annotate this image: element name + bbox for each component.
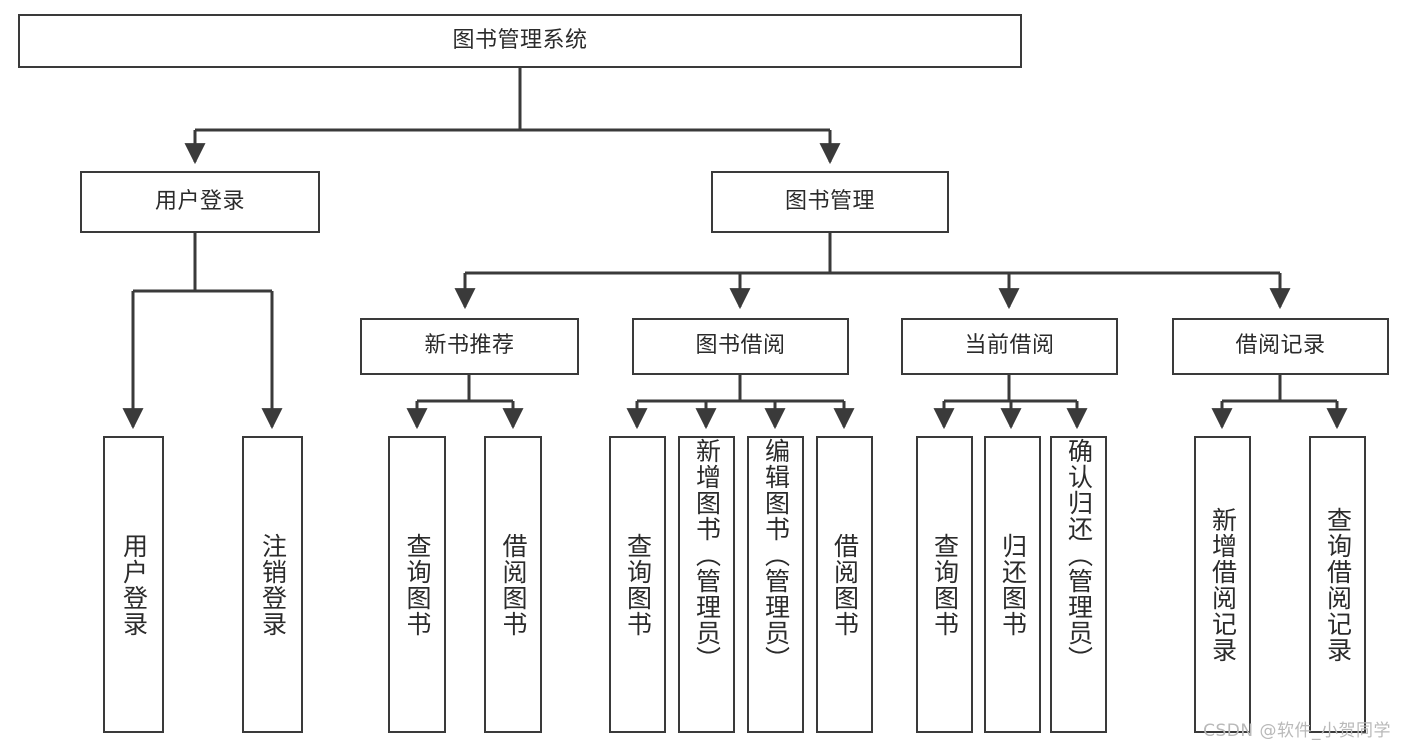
node-label: 用户登录 bbox=[119, 532, 149, 637]
leaf-logout[interactable]: 注销登录 bbox=[242, 436, 303, 733]
node-label: 借阅图书 bbox=[830, 532, 860, 637]
node-label: 编辑图书（管理员） bbox=[761, 438, 791, 672]
node-label: 确认归还（管理员） bbox=[1064, 438, 1094, 672]
node-label: 新增借阅记录 bbox=[1208, 506, 1238, 663]
node-label: 查询图书 bbox=[403, 532, 432, 637]
node-label: 当前借阅 bbox=[964, 333, 1055, 359]
leaf-confirm-return-admin[interactable]: 确认归还（管理员） bbox=[1050, 436, 1107, 733]
node-user-login[interactable]: 用户登录 bbox=[80, 171, 320, 233]
node-label: 新增图书（管理员） bbox=[692, 438, 722, 672]
leaf-user-login[interactable]: 用户登录 bbox=[103, 436, 164, 733]
leaf-add-borrow-record[interactable]: 新增借阅记录 bbox=[1194, 436, 1251, 733]
node-label: 图书管理系统 bbox=[452, 27, 588, 53]
node-label: 借阅记录 bbox=[1235, 333, 1326, 359]
leaf-query-books-recommend[interactable]: 查询图书 bbox=[388, 436, 446, 733]
node-borrowing-records[interactable]: 借阅记录 bbox=[1172, 318, 1389, 375]
leaf-borrow-books-recommend[interactable]: 借阅图书 bbox=[484, 436, 542, 733]
node-root-book-management-system[interactable]: 图书管理系统 bbox=[18, 14, 1022, 68]
node-label: 图书借阅 bbox=[695, 333, 786, 359]
node-label: 新书推荐 bbox=[424, 333, 515, 359]
leaf-query-books-current[interactable]: 查询图书 bbox=[916, 436, 973, 733]
node-label: 用户登录 bbox=[154, 188, 245, 214]
leaf-query-borrow-record[interactable]: 查询借阅记录 bbox=[1309, 436, 1366, 733]
node-label: 图书管理 bbox=[784, 188, 875, 214]
watermark: CSDN @软件_小贺同学 bbox=[1203, 721, 1391, 741]
leaf-query-books-borrowing[interactable]: 查询图书 bbox=[609, 436, 666, 733]
leaf-add-book-admin[interactable]: 新增图书（管理员） bbox=[678, 436, 735, 733]
node-label: 查询图书 bbox=[930, 532, 960, 637]
node-new-book-recommendation[interactable]: 新书推荐 bbox=[360, 318, 579, 375]
node-current-borrowing[interactable]: 当前借阅 bbox=[901, 318, 1118, 375]
node-label: 查询图书 bbox=[623, 532, 653, 637]
node-label: 归还图书 bbox=[998, 532, 1028, 637]
node-label: 借阅图书 bbox=[499, 532, 528, 637]
node-book-management[interactable]: 图书管理 bbox=[711, 171, 949, 233]
leaf-return-books[interactable]: 归还图书 bbox=[984, 436, 1041, 733]
node-label: 查询借阅记录 bbox=[1323, 506, 1353, 663]
node-book-borrowing[interactable]: 图书借阅 bbox=[632, 318, 849, 375]
node-label: 注销登录 bbox=[258, 532, 288, 637]
leaf-borrow-books-borrowing[interactable]: 借阅图书 bbox=[816, 436, 873, 733]
leaf-edit-book-admin[interactable]: 编辑图书（管理员） bbox=[747, 436, 804, 733]
